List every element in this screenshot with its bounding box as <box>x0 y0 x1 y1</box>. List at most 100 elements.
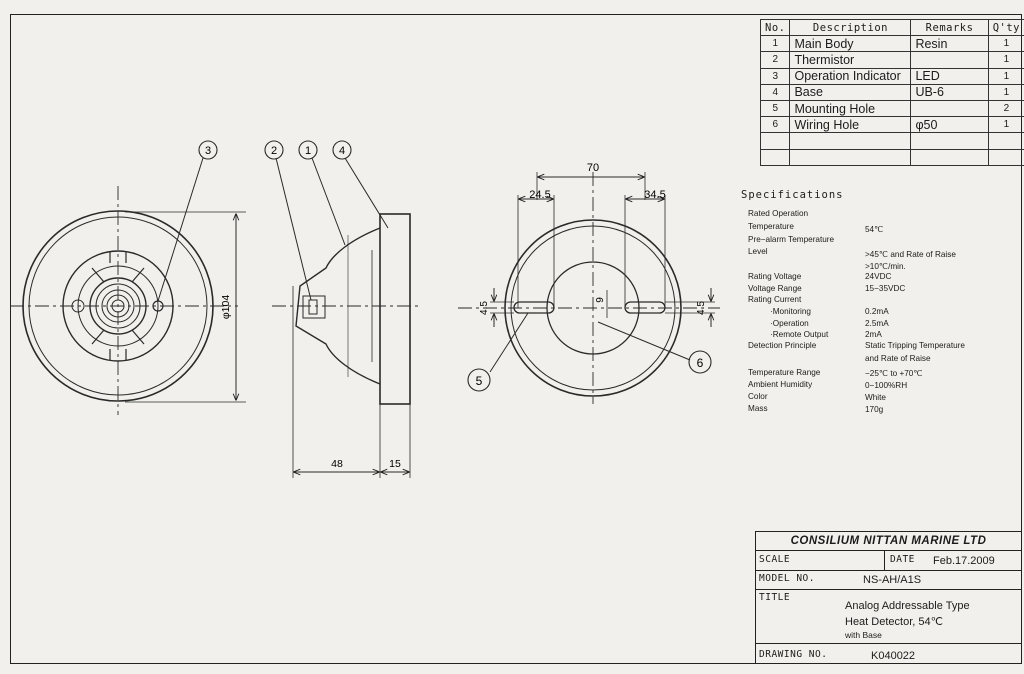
spec-level-value-1: >45℃ and Rate of Raise <box>865 250 956 259</box>
title-line-2: Heat Detector, 54℃ <box>845 616 943 628</box>
spec-voltage-range-label: Voltage Range <box>748 284 802 293</box>
specifications-title: Specifications <box>741 189 844 201</box>
spec-rating-current-label: Rating Current <box>748 295 802 304</box>
drawing-no-value: K040022 <box>871 650 916 662</box>
spec-operation-label: ·Operation <box>770 319 809 328</box>
cell-description: Thermistor <box>789 51 912 69</box>
spec-voltage-range-value: 15−35VDC <box>865 284 906 293</box>
divider <box>884 550 885 570</box>
spec-detection-value-1: Static Tripping Temperature <box>865 341 965 350</box>
front-view <box>10 186 246 415</box>
balloon-2: 2 <box>271 145 277 157</box>
leader-lines <box>157 140 712 392</box>
cell-remarks: Resin <box>910 35 989 53</box>
cell-no: 2 <box>759 51 791 69</box>
title-line-3: with Base <box>845 630 882 640</box>
divider <box>756 643 1021 644</box>
cell-qty: 1 <box>987 51 1024 69</box>
balloon-3: 3 <box>205 145 211 157</box>
spec-temp-range-label: Temperature Range <box>748 368 821 377</box>
cell-qty: 1 <box>987 83 1024 101</box>
spec-level-label: Level <box>748 247 768 256</box>
spec-monitoring-value: 0.2mA <box>865 307 889 316</box>
cell-remarks <box>910 99 989 118</box>
spec-detection-label: Detection Principle <box>748 341 817 350</box>
cell-no: 4 <box>759 83 791 101</box>
dim-right-offset: 34.5 <box>644 189 665 201</box>
dim-slot-left: 4.5 <box>479 301 490 315</box>
cell-no: 6 <box>759 116 791 134</box>
spec-remote-value: 2mA <box>865 330 882 339</box>
cell-description: Wiring Hole <box>789 116 912 134</box>
drawing-border <box>10 14 1022 664</box>
spec-level-value-2: >10℃/min. <box>865 262 906 271</box>
dim-hole-spacing: 70 <box>587 162 599 174</box>
drawing-no-label: DRAWING NO. <box>759 649 828 660</box>
dim-left-offset: 24.5 <box>529 189 550 201</box>
divider <box>756 550 1021 551</box>
company-name: CONSILIUM NITTAN MARINE LTD <box>790 535 987 547</box>
spec-humidity-value: 0−100%RH <box>865 381 908 390</box>
spec-humidity-label: Ambient Humidity <box>748 380 813 389</box>
header-description: Description <box>789 18 912 37</box>
spec-temperature-value: 54℃ <box>865 225 884 234</box>
cell-qty <box>987 132 1024 150</box>
cell-qty: 1 <box>987 35 1024 53</box>
spec-color-label: Color <box>748 392 768 401</box>
spec-rating-voltage-value: 24VDC <box>865 272 892 281</box>
model-value: NS-AH/A1S <box>863 574 922 586</box>
cell-qty <box>987 148 1024 166</box>
divider <box>756 570 1021 571</box>
spec-remote-label: ·Remote Output <box>770 330 829 339</box>
header-qty: Q'ty <box>987 18 1024 37</box>
parts-table-header: No. Description Remarks Q'ty <box>759 18 1024 37</box>
balloon-6: 6 <box>697 356 704 370</box>
spec-temperature-label: Temperature <box>748 222 794 231</box>
base-view <box>458 172 720 404</box>
cell-remarks <box>910 51 989 69</box>
table-row <box>759 132 1024 150</box>
spec-mass-value: 170g <box>865 405 884 414</box>
spec-temp-range-value: −25℃ to +70℃ <box>865 369 923 378</box>
side-view <box>272 213 418 478</box>
balloon-1: 1 <box>305 145 311 157</box>
date-label: DATE <box>890 554 915 565</box>
cell-description: Mounting Hole <box>789 99 912 118</box>
dim-height: 48 <box>331 458 343 470</box>
cell-qty: 1 <box>987 67 1024 85</box>
dim-diameter: φ104 <box>220 295 232 319</box>
cell-remarks <box>910 148 989 166</box>
cell-remarks: LED <box>910 67 989 85</box>
cell-description: Base <box>789 83 912 101</box>
dim-base-height: 15 <box>389 458 401 470</box>
spec-color-value: White <box>865 393 886 402</box>
cell-description: Operation Indicator <box>789 67 912 85</box>
spec-rated-operation: Rated Operation <box>748 209 809 218</box>
balloon-4: 4 <box>339 145 345 157</box>
spec-operation-value: 2.5mA <box>865 319 889 328</box>
spec-monitoring-label: ·Monitoring <box>770 307 811 316</box>
balloon-5: 5 <box>476 374 483 388</box>
cell-no: 5 <box>759 99 791 118</box>
cell-remarks: φ50 <box>910 116 989 134</box>
cell-remarks <box>910 132 989 150</box>
spec-detection-value-2: and Rate of Raise <box>865 354 931 363</box>
cell-qty: 1 <box>987 116 1024 134</box>
cell-description: Main Body <box>789 35 912 53</box>
spec-prealarm-label: Pre−alarm Temperature <box>748 235 835 244</box>
header-remarks: Remarks <box>910 18 989 37</box>
divider <box>756 589 1021 590</box>
cell-no: 3 <box>759 67 791 85</box>
table-row <box>759 148 1024 166</box>
title-line-1: Analog Addressable Type <box>845 600 970 612</box>
spec-mass-label: Mass <box>748 404 768 413</box>
dim-slot-gap: 9 <box>595 297 606 303</box>
